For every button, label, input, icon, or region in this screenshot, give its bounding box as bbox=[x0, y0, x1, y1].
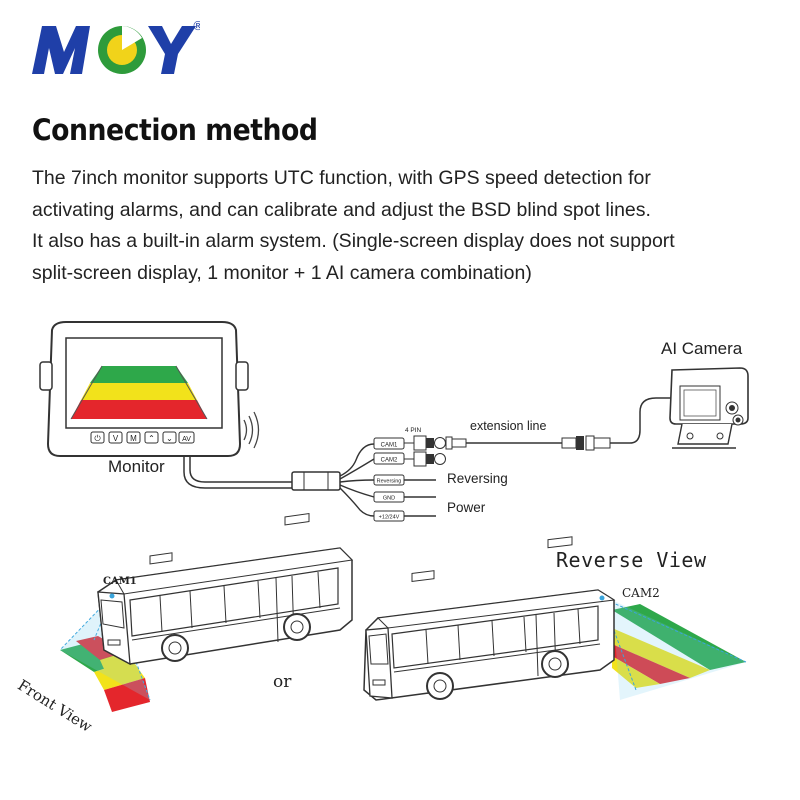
description: The 7inch monitor supports UTC function,… bbox=[32, 163, 782, 289]
av-button-icon: AV bbox=[182, 436, 191, 443]
cable-junction bbox=[291, 471, 341, 491]
extension-line bbox=[445, 397, 672, 451]
cam1-wire-tag: CAM1 bbox=[381, 443, 398, 449]
description-line: split-screen display, 1 monitor + 1 AI c… bbox=[32, 261, 532, 284]
mcy-logo: ® bbox=[32, 19, 200, 74]
menu-button-icon: M bbox=[130, 434, 137, 443]
description-line: activating alarms, and can calibrate and… bbox=[32, 198, 651, 221]
description-line: The 7inch monitor supports UTC function,… bbox=[32, 167, 651, 189]
gnd-wire-tag: GND bbox=[383, 496, 395, 502]
monitor-icon: ⏻ V M ⌃ ⌄ AV bbox=[39, 321, 260, 457]
front-cam-label: CAM1 bbox=[103, 576, 137, 587]
down-button-icon: ⌄ bbox=[166, 434, 173, 443]
reverse-view-bus bbox=[363, 536, 747, 701]
or-label: or bbox=[273, 672, 292, 692]
reversing-wire-tag: Reversing bbox=[377, 479, 402, 485]
power-wire-tag: +12/24V bbox=[379, 515, 400, 521]
monitor-label: Monitor bbox=[108, 457, 165, 476]
ai-camera-label: AI Camera bbox=[661, 339, 743, 358]
volume-button-icon: V bbox=[113, 434, 119, 443]
rear-cam-label: CAM2 bbox=[622, 586, 660, 600]
pin-label: 4 PIN bbox=[405, 427, 422, 434]
power-label: Power bbox=[447, 500, 486, 515]
power-button-icon: ⏻ bbox=[94, 434, 101, 443]
reversing-label: Reversing bbox=[447, 471, 508, 486]
registered-mark: ® bbox=[192, 19, 200, 33]
up-button-icon: ⌃ bbox=[148, 434, 155, 443]
front-view-bus bbox=[59, 513, 354, 712]
description-line: It also has a built-in alarm system. (Si… bbox=[32, 230, 675, 252]
cam2-wire-tag: CAM2 bbox=[381, 458, 398, 464]
page-title: Connection method bbox=[32, 113, 318, 147]
reverse-view-label: Reverse View bbox=[556, 548, 707, 572]
monitor-buttons: ⏻ V M ⌃ ⌄ AV bbox=[90, 431, 195, 444]
extension-line-label: extension line bbox=[470, 419, 547, 433]
ai-camera-icon bbox=[669, 367, 749, 449]
